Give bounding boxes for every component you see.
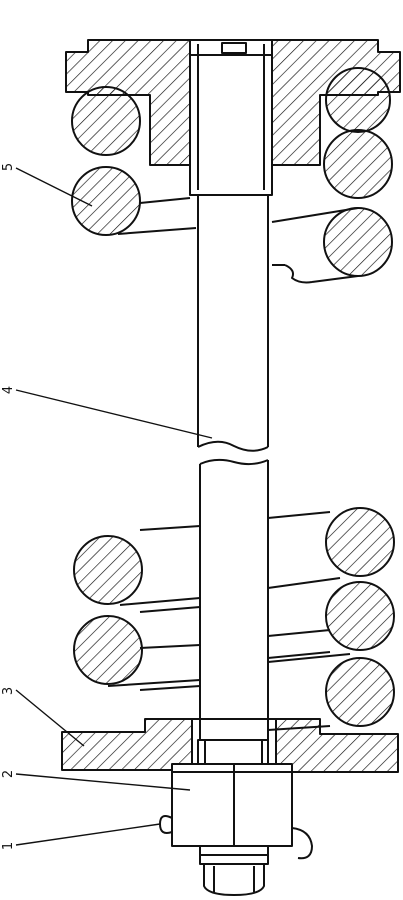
callout-1: 1 <box>1 841 16 851</box>
callout-5: 5 <box>1 162 16 172</box>
leader-1 <box>15 823 161 846</box>
bottom-plate <box>61 718 399 773</box>
leader-lines <box>15 167 213 846</box>
leader-3 <box>15 689 85 747</box>
nut <box>171 763 293 847</box>
leader-2 <box>15 773 191 791</box>
bolt-lower <box>199 458 269 740</box>
leader-5 <box>15 167 93 207</box>
upper-spring <box>71 67 393 284</box>
callout-3: 3 <box>1 686 16 696</box>
leader-4 <box>15 389 213 439</box>
callout-4: 4 <box>1 385 16 395</box>
callout-2: 2 <box>1 769 16 779</box>
threaded-end <box>199 845 269 896</box>
bolt-upper <box>189 39 273 452</box>
lower-spring <box>73 507 395 731</box>
bolt-through-plate <box>197 739 269 765</box>
